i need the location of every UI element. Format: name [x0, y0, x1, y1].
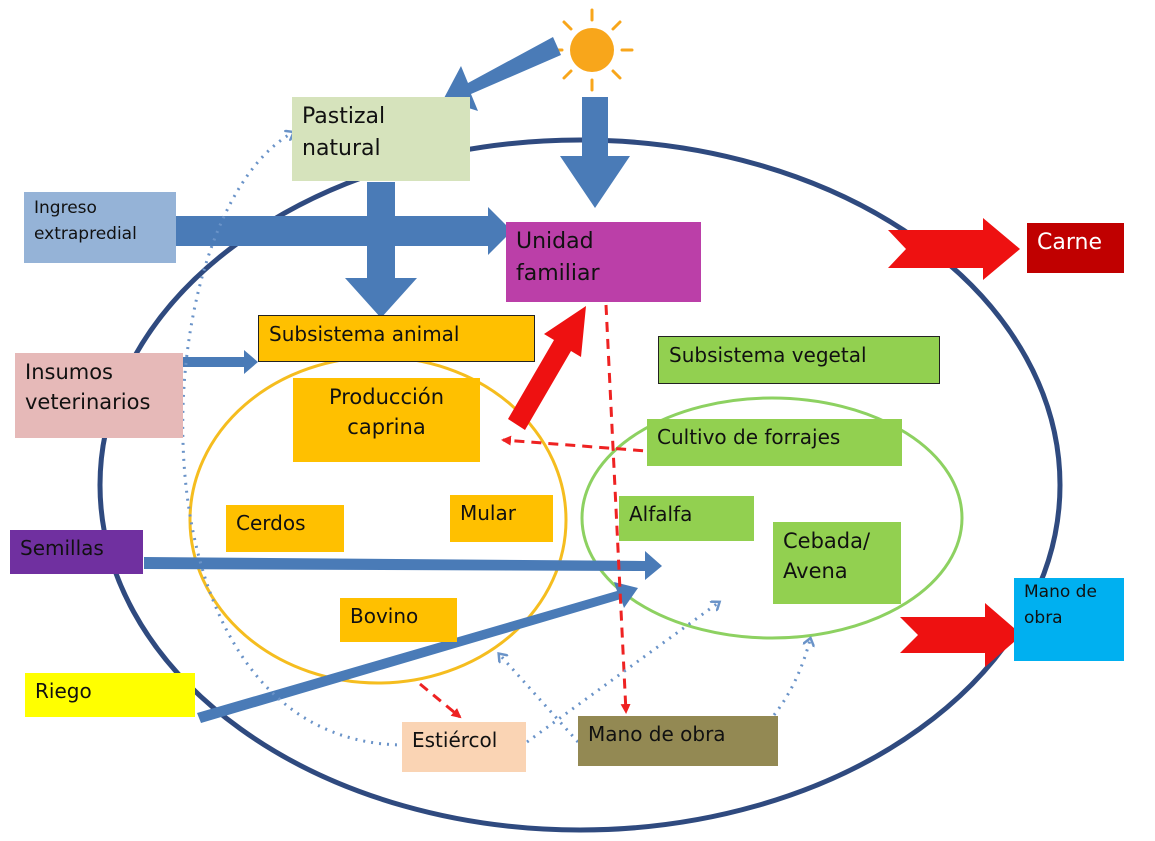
sun-to-pastizal-arrow [443, 37, 561, 111]
subsistema-animal-box: Subsistema animal [258, 315, 535, 362]
sun-to-unidad-arrow [560, 97, 630, 208]
insumos-to-animal-arrow [183, 350, 258, 374]
subsistema-vegetal-box: Subsistema vegetal [658, 336, 940, 384]
cebada-avena-box: Cebada/ Avena [773, 522, 901, 604]
estiercol-to-pastizal-dotted-arrow [181, 133, 406, 747]
mano-de-obra-internal-box: Mano de obra [578, 716, 778, 766]
mano-de-obra-external-box: Mano de obra [1014, 578, 1124, 661]
mano-obra-to-vegetal-dotted-arrow [772, 640, 810, 716]
semillas-box: Semillas [10, 530, 143, 574]
cerdos-box: Cerdos [226, 505, 344, 552]
estiercol-box: Estiércol [402, 722, 526, 772]
pastizal-natural-box: Pastizal natural [292, 97, 470, 181]
forrajes-to-produccion-dashed-arrow [501, 435, 661, 454]
insumos-veterinarios-box: Insumos veterinarios [15, 353, 183, 438]
riego-box: Riego [25, 673, 195, 717]
semillas-to-vegetal-arrow [144, 551, 662, 580]
ingreso-extrapredial-box: Ingreso extrapredial [24, 192, 176, 263]
animal-to-estiercol-dashed-arrow [419, 682, 462, 719]
cultivo-forrajes-box: Cultivo de forrajes [647, 419, 902, 466]
vegetal-subsystem-ellipse [580, 396, 964, 640]
bovino-box: Bovino [340, 598, 457, 642]
system-boundary-ellipse [97, 137, 1063, 833]
unidad-familiar-box: Unidad familiar [506, 222, 701, 302]
alfalfa-box: Alfalfa [619, 496, 754, 541]
produccion-to-unidad-arrow [508, 306, 586, 430]
carne-box: Carne [1027, 223, 1124, 273]
sun-icon [550, 8, 634, 92]
carne-output-arrow [888, 218, 1020, 280]
mular-box: Mular [450, 495, 553, 542]
mano-obra-to-animal-dotted-arrow [500, 655, 580, 744]
pastizal-to-animal-arrow [345, 182, 417, 318]
mano-obra-output-arrow [900, 603, 1022, 667]
ingreso-to-unidad-arrow [175, 207, 512, 255]
riego-to-vegetal-arrow [197, 582, 638, 723]
produccion-caprina-box: Producción caprina [293, 378, 480, 462]
